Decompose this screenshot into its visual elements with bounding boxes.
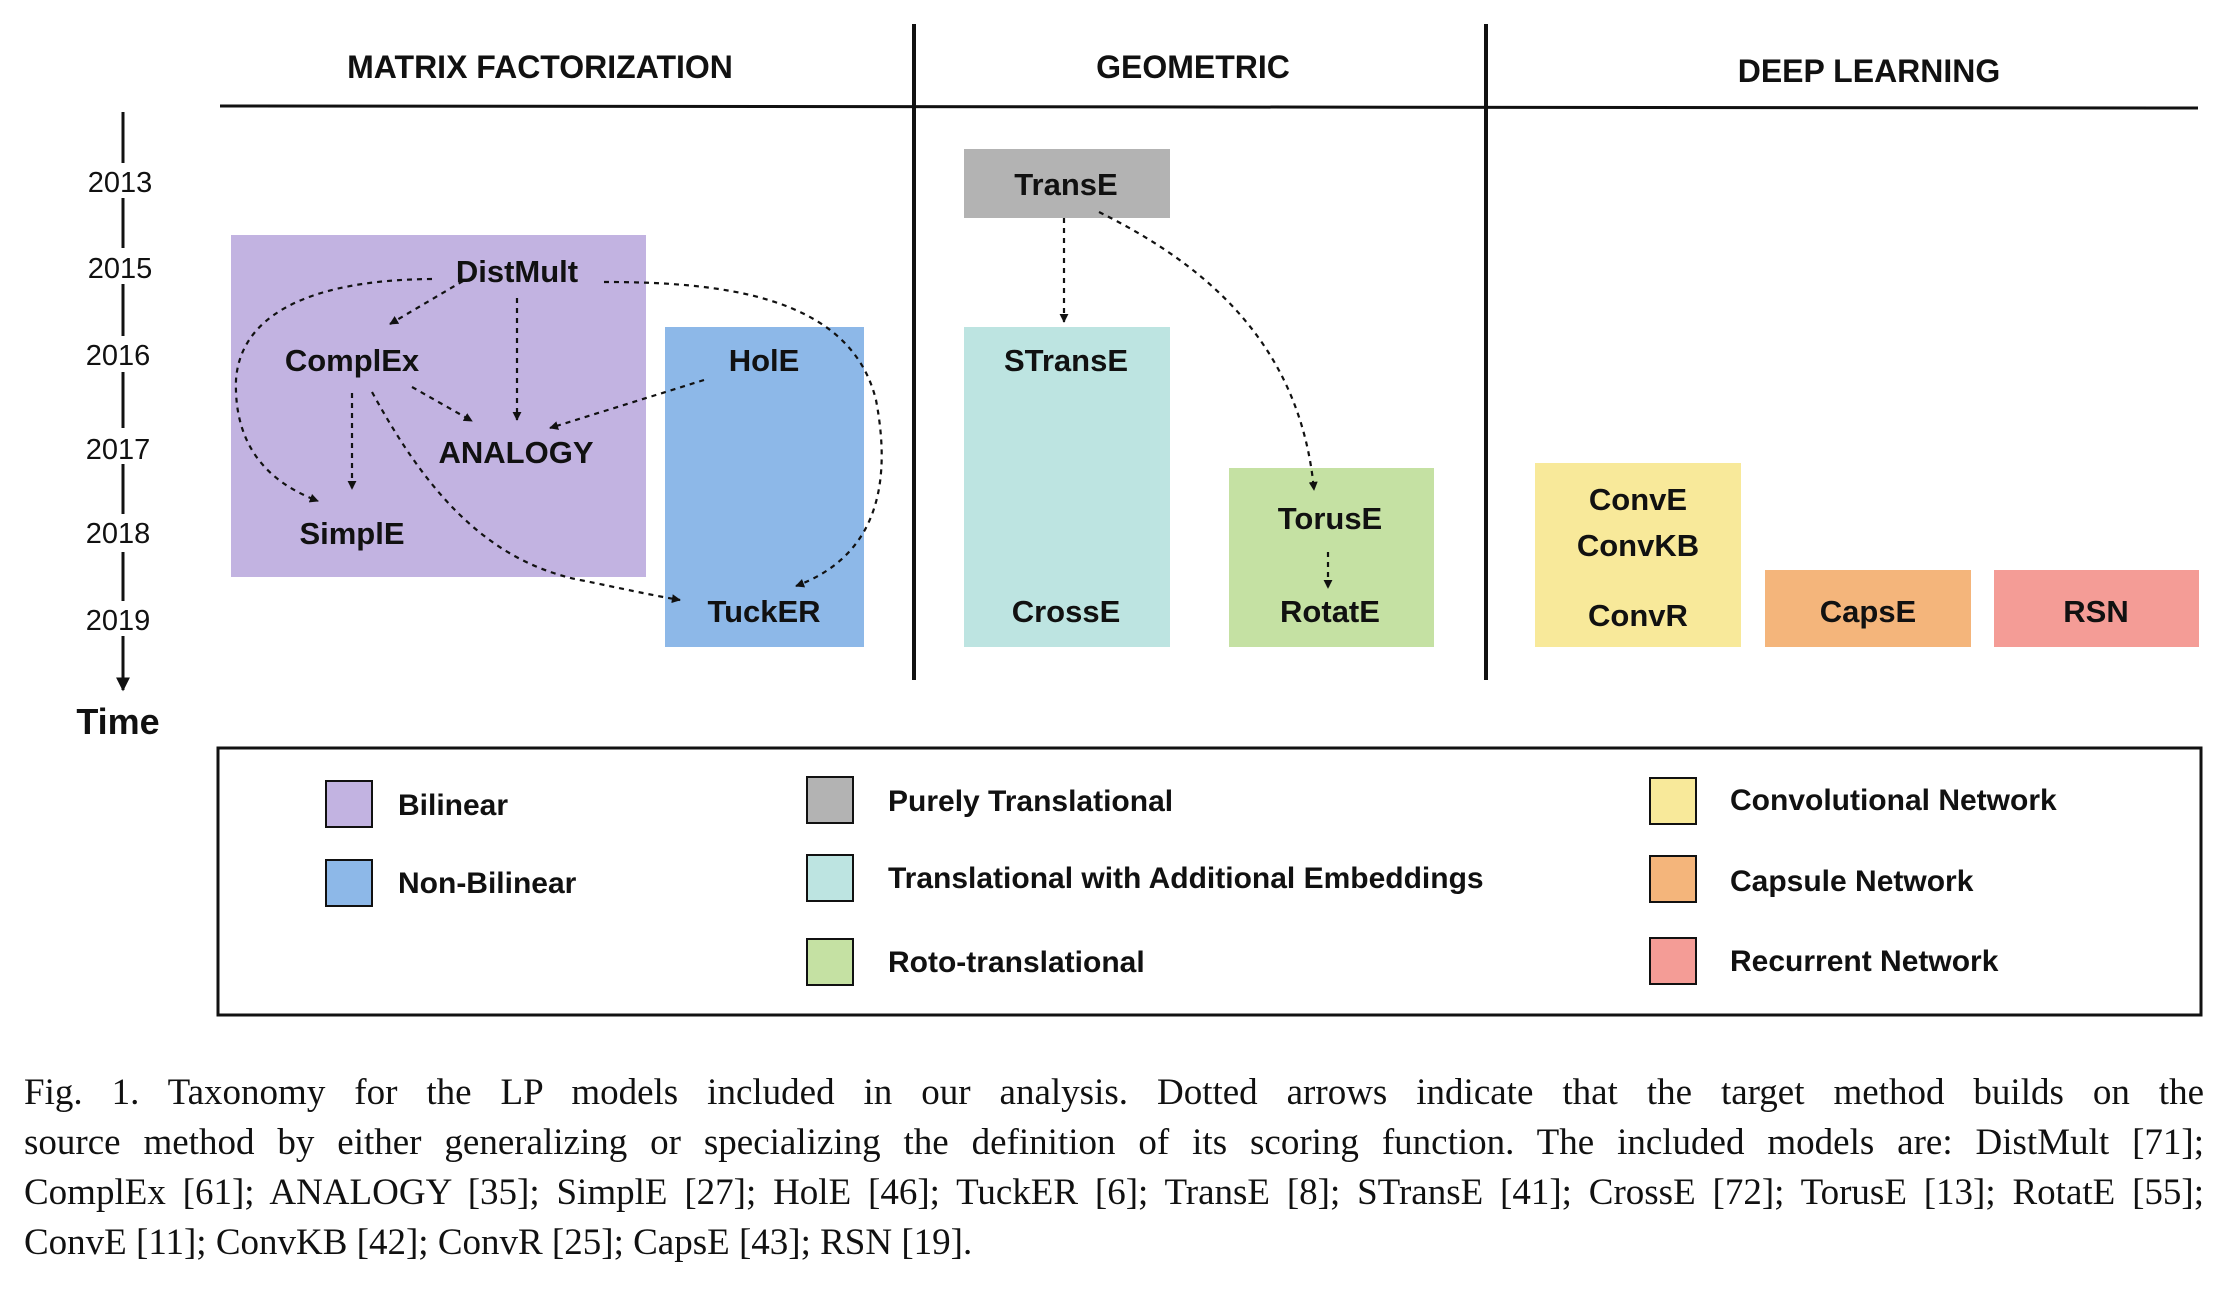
year-label: 2018	[86, 518, 151, 550]
caption-line: ComplEx [61]; ANALOGY [35]; SimplE [27];…	[24, 1172, 2204, 1213]
year-label: 2017	[86, 434, 151, 466]
arrows	[234, 211, 1333, 604]
model-analogy: ANALOGY	[439, 435, 594, 470]
legend-swatch-translational-additional	[806, 854, 854, 902]
legend-label-bilinear: Bilinear	[398, 789, 508, 822]
model-tucker: TuckER	[707, 594, 820, 629]
model-conve: ConvE	[1589, 482, 1687, 517]
year-label: 2013	[88, 167, 153, 199]
legend-label-non-bilinear: Non-Bilinear	[398, 867, 577, 900]
legend-swatch-recurrent	[1649, 937, 1697, 985]
caption-line: ConvE [11]; ConvKB [42]; ConvR [25]; Cap…	[24, 1222, 973, 1263]
legend-swatch-bilinear	[325, 780, 373, 828]
year-label: 2019	[86, 605, 151, 637]
legend-label-convolutional: Convolutional Network	[1730, 784, 2057, 817]
figure-caption: Fig. 1. Taxonomy for the LP models inclu…	[24, 1068, 2204, 1268]
legend-label-purely-translational: Purely Translational	[888, 785, 1173, 818]
legend-swatch-convolutional	[1649, 777, 1697, 825]
model-simple: SimplE	[299, 516, 404, 551]
model-hole: HolE	[729, 343, 800, 378]
bilinear-box	[231, 235, 646, 577]
model-stranse: STransE	[1004, 343, 1128, 378]
model-complex: ComplEx	[285, 343, 420, 378]
model-capse: CapsE	[1820, 594, 1916, 629]
legend-label-translational-additional: Translational with Additional Embeddings	[888, 862, 1484, 895]
model-convr: ConvR	[1588, 598, 1688, 633]
transe-box	[964, 149, 1170, 218]
legend-swatch-roto-translational	[806, 938, 854, 986]
arrow-transe-toruse	[1098, 211, 1318, 491]
header-matrix-factorization: MATRIX FACTORIZATION	[347, 49, 733, 85]
legend-label-capsule: Capsule Network	[1730, 865, 1974, 898]
arrow-complex-analogy	[411, 386, 473, 422]
model-crosse: CrossE	[1012, 594, 1121, 629]
convolutional-box	[1535, 463, 1741, 647]
rsn-box	[1994, 570, 2199, 647]
non-bilinear-box	[665, 327, 864, 647]
model-transe: TransE	[1014, 167, 1117, 202]
arrow-distmult-complex	[389, 280, 464, 325]
model-rotate: RotatE	[1280, 594, 1380, 629]
arrow-complex-tucker	[371, 391, 681, 604]
legend-swatch-non-bilinear	[325, 859, 373, 907]
arrow-distmult-simple	[234, 277, 433, 503]
time-axis-label: Time	[76, 701, 159, 742]
model-rsn: RSN	[2063, 594, 2128, 629]
model-toruse: TorusE	[1278, 501, 1383, 536]
model-distmult: DistMult	[456, 254, 578, 289]
arrow-hole-analogy	[549, 378, 705, 430]
header-rule	[219, 104, 2199, 110]
header-geometric: GEOMETRIC	[1096, 49, 1290, 85]
legend-label-recurrent: Recurrent Network	[1730, 945, 1999, 978]
roto-translational-box	[1229, 468, 1434, 647]
legend-label-roto-translational: Roto-translational	[888, 946, 1145, 979]
caption-line: source method by either generalizing or …	[24, 1122, 2204, 1163]
arrow-distmult-tucker	[603, 280, 883, 588]
legend-swatch-capsule	[1649, 855, 1697, 903]
year-label: 2016	[86, 340, 151, 372]
translational-additional-box	[964, 327, 1170, 647]
capse-box	[1765, 570, 1971, 647]
caption-line: Fig. 1. Taxonomy for the LP models inclu…	[24, 1072, 2204, 1113]
legend-box	[216, 746, 2203, 1017]
legend-swatch-purely-translational	[806, 776, 854, 824]
model-convkb: ConvKB	[1577, 528, 1699, 563]
year-label: 2015	[88, 253, 153, 285]
header-deep-learning: DEEP LEARNING	[1738, 53, 2001, 89]
